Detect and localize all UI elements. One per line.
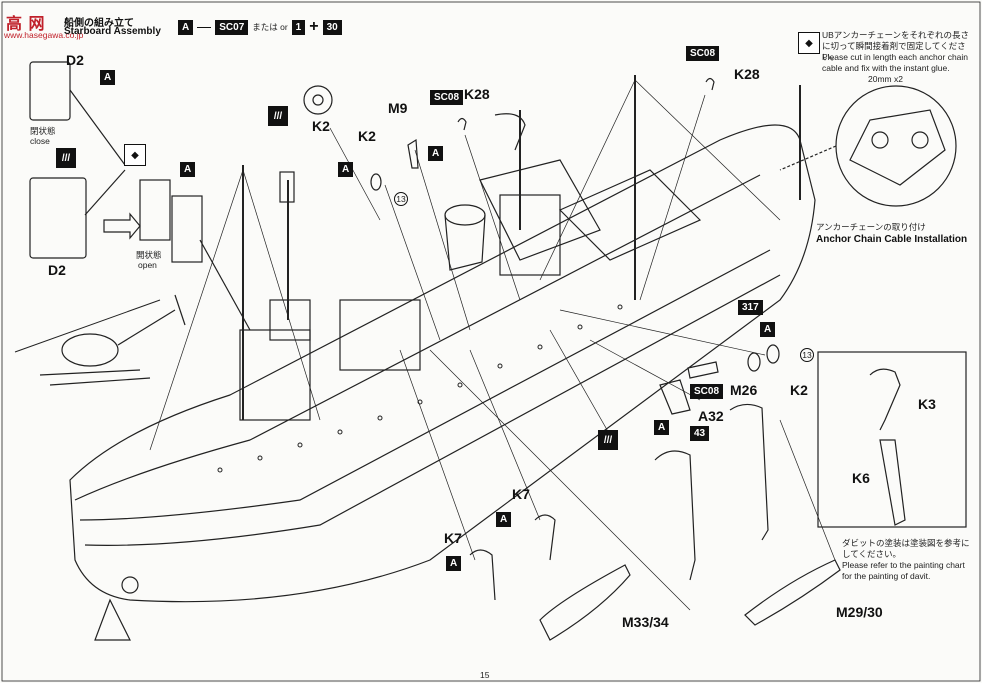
part-m26: M26 — [730, 382, 758, 398]
cut-icon-anchor: ◆ — [798, 32, 820, 54]
plus-icon: + — [309, 18, 319, 35]
helicopter-drawing — [14, 294, 186, 386]
part-d2-top: D2 — [66, 52, 84, 68]
caption-anchor-en: Anchor Chain Cable Installation — [816, 234, 968, 245]
part-d2-bottom: D2 — [48, 262, 66, 278]
note-davit-jp: ダビットの塗装は塗装図を参考にしてください。 — [842, 538, 970, 559]
davit-inset-box — [817, 351, 967, 528]
part-k28-a: K28 — [464, 86, 490, 102]
note-davit-en: Please refer to the painting chart for t… — [842, 560, 965, 581]
tag-a-open: A — [180, 162, 196, 177]
hull-stripe-2 — [84, 274, 781, 546]
part-m29-30: M29/30 — [836, 604, 883, 620]
circle-13-a: 13 — [394, 192, 408, 206]
lifeboat-m29 — [744, 559, 841, 626]
glue-icon: /// — [56, 148, 76, 168]
anchor-chain-inset — [835, 85, 957, 207]
part-k2-a: K2 — [312, 118, 330, 134]
tag-a-k2c: A — [760, 322, 776, 337]
d2-panel-top — [29, 61, 71, 121]
part-k6: K6 — [852, 470, 870, 486]
step-or: または or — [252, 22, 288, 32]
tag-sc08-m26: SC08 — [690, 384, 724, 399]
part-m33-34: M33/34 — [622, 614, 669, 630]
circle-13-b: 13 — [800, 348, 814, 362]
part-k28-b: K28 — [734, 66, 760, 82]
step-badges: A SC07 または or 1 + 30 — [178, 18, 342, 36]
step-badge-sc07: SC07 — [215, 19, 249, 35]
hull-stripe — [79, 249, 771, 521]
title-en: Starboard Assembly — [64, 26, 161, 37]
step-badge-30: 30 — [322, 19, 342, 35]
glue-icon-davit: /// — [598, 430, 618, 450]
note-anchor-en: Please cut in length each anchor chain c… — [822, 52, 969, 73]
d2-panel-bottom — [29, 177, 87, 259]
tag-317: 317 — [738, 300, 763, 315]
deck-edge — [74, 174, 761, 501]
lifeboat-m33 — [539, 564, 631, 641]
glue-icon-k2: /// — [268, 106, 288, 126]
tag-a-a32: A — [654, 420, 670, 435]
tag-a-k7b: A — [446, 556, 462, 571]
open-panel-2 — [171, 195, 203, 263]
hull-outline — [69, 124, 816, 603]
cut-icon: ◆ — [124, 144, 146, 166]
tag-43: 43 — [690, 426, 710, 441]
tag-a-d2: A — [100, 70, 116, 85]
note-anchor-jp: UBアンカーチェーンをそれぞれの長さに切って瞬間接着剤で固定してください。 — [822, 30, 970, 62]
part-k2-c: K2 — [790, 382, 808, 398]
step-dash — [197, 26, 212, 28]
page-number: 15 — [480, 670, 490, 680]
label-open-jp: 開状態 — [136, 250, 162, 260]
watermark-logo: 高 网 — [6, 16, 46, 33]
tag-a-k2: A — [338, 162, 354, 177]
label-open-en: open — [138, 260, 157, 270]
tag-sc08-k28a: SC08 — [430, 90, 464, 105]
part-a32: A32 — [698, 408, 724, 424]
caption-anchor-jp: アンカーチェーンの取り付け — [816, 222, 926, 232]
label-close-jp: 閉状態 — [30, 126, 56, 136]
part-k3: K3 — [918, 396, 936, 412]
step-badge-a: A — [178, 19, 194, 35]
tag-a-k7a: A — [496, 512, 512, 527]
part-m9: M9 — [388, 100, 408, 116]
part-k7-a: K7 — [512, 486, 530, 502]
title-jp: 船側の組み立て — [64, 18, 134, 29]
step-badge-1: 1 — [291, 19, 306, 35]
tag-sc08-k28b: SC08 — [686, 46, 720, 61]
open-panel-1 — [139, 179, 171, 241]
watermark-site: www.hasegawa.co.jp — [4, 30, 84, 40]
tag-a-m9: A — [428, 146, 444, 161]
part-k2-b: K2 — [358, 128, 376, 144]
label-close-en: close — [30, 136, 50, 146]
note-anchor-size: 20mm x2 — [868, 74, 903, 84]
part-k7-b: K7 — [444, 530, 462, 546]
